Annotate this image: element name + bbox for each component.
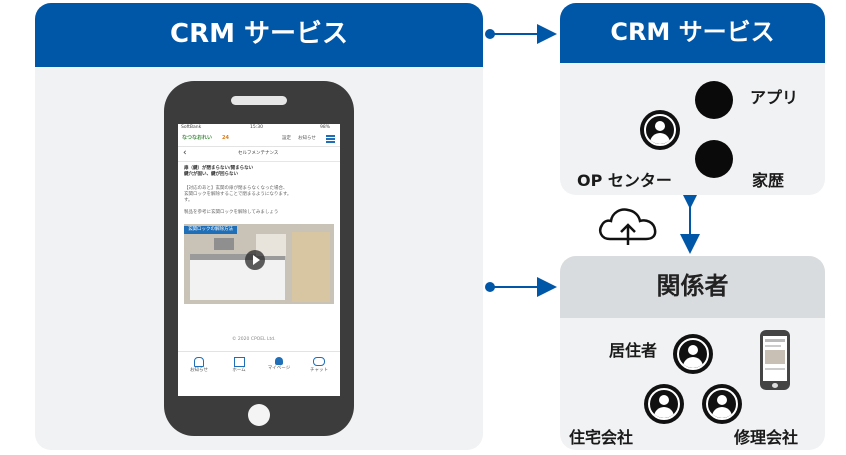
article-heading-line2: 鍵穴が固い、鍵が回らない bbox=[184, 172, 238, 177]
chat-icon bbox=[313, 357, 325, 366]
label-app: アプリ bbox=[750, 88, 799, 107]
nav-label: お知らせ bbox=[190, 368, 208, 373]
app-logo: なつなおれい bbox=[182, 135, 213, 141]
header-settings-link[interactable]: 設定 bbox=[282, 136, 291, 141]
video-thumbnail[interactable]: 玄関ロックの解除方法 bbox=[184, 224, 334, 304]
nav-item-chat[interactable]: チャット bbox=[302, 355, 336, 374]
phone-speaker bbox=[231, 96, 287, 105]
article-body-line3: す。 bbox=[184, 198, 193, 203]
kareki-node bbox=[695, 140, 733, 178]
page-title: セルフメンテナンス bbox=[238, 151, 279, 156]
label-repair-company: 修理会社 bbox=[734, 428, 799, 447]
person-icon bbox=[644, 384, 684, 424]
article-body-line4: 製品を参考に玄関ロックを解除してみましょう bbox=[184, 210, 279, 215]
hamburger-menu-icon[interactable] bbox=[326, 135, 335, 143]
wood-door bbox=[292, 232, 330, 302]
cloud-upload-icon bbox=[599, 208, 657, 245]
bottom-nav: お知らせ ホーム マイページ チャット bbox=[178, 355, 340, 385]
person-icon bbox=[673, 334, 713, 374]
nav-label: チャット bbox=[310, 368, 328, 373]
status-battery: 98% bbox=[320, 125, 331, 130]
kitchen-counter bbox=[190, 254, 285, 260]
crm-service-header: CRM サービス bbox=[35, 3, 483, 67]
crm-service-header-right: CRM サービス bbox=[560, 3, 825, 63]
phone-screen: SoftBank 15:30 98% なつなおれい 24 設定 お知らせ ‹ セ… bbox=[178, 124, 340, 396]
home-icon bbox=[233, 357, 245, 367]
label-resident: 居住者 bbox=[609, 341, 658, 360]
back-chevron-icon[interactable]: ‹ bbox=[183, 148, 187, 158]
nav-label: マイページ bbox=[267, 366, 291, 371]
crm-service-title: CRM サービス bbox=[169, 19, 349, 49]
person-icon bbox=[640, 110, 680, 150]
nav-item-home[interactable]: ホーム bbox=[222, 355, 256, 374]
app-node bbox=[695, 81, 733, 119]
crm-service-title-right: CRM サービス bbox=[610, 18, 775, 46]
person-icon bbox=[702, 384, 742, 424]
article-body-line1: 【対応のあと】玄関の扉が閉まらなくなった場合、 bbox=[184, 186, 288, 191]
copyright: © 2020 CPOEL Ltd. bbox=[232, 337, 276, 342]
article-body-line2: 玄関ロックを解除することで閉まるようになります。 bbox=[184, 192, 292, 197]
status-carrier: SoftBank bbox=[181, 125, 202, 130]
status-time: 15:30 bbox=[250, 125, 263, 130]
header-notice-link[interactable]: お知らせ bbox=[298, 136, 316, 141]
app-header: なつなおれい 24 設定 お知らせ bbox=[178, 132, 340, 147]
label-housing-company: 住宅会社 bbox=[569, 428, 634, 447]
video-tag: 玄関ロックの解除方法 bbox=[184, 226, 237, 234]
range-hood bbox=[214, 238, 234, 250]
nav-item-mypage[interactable]: マイページ bbox=[262, 355, 296, 372]
play-icon[interactable] bbox=[245, 250, 265, 270]
nav-item-notice[interactable]: お知らせ bbox=[182, 355, 216, 374]
app-logo-number: 24 bbox=[222, 135, 229, 141]
nav-label: ホーム bbox=[232, 368, 246, 373]
phone-home-button bbox=[248, 404, 270, 426]
kitchen-cabinet bbox=[190, 254, 285, 300]
bell-icon bbox=[194, 357, 204, 367]
smartphone-mockup: SoftBank 15:30 98% なつなおれい 24 設定 お知らせ ‹ セ… bbox=[164, 81, 354, 436]
stakeholders-title: 関係者 bbox=[656, 272, 729, 300]
user-icon bbox=[275, 357, 283, 365]
label-kareki: 家歴 bbox=[752, 171, 785, 190]
article-heading-line1: 扉（鍵）が閉まらない/開まらない bbox=[184, 166, 254, 171]
crm-service-panel-right: CRM サービス bbox=[560, 3, 825, 195]
stakeholders-header: 関係者 bbox=[560, 256, 825, 318]
wall-cabinet bbox=[256, 234, 286, 256]
divider bbox=[178, 161, 340, 162]
label-op-center: OP センター bbox=[577, 171, 672, 190]
nav-divider bbox=[178, 351, 340, 352]
smartphone-icon bbox=[760, 330, 790, 390]
